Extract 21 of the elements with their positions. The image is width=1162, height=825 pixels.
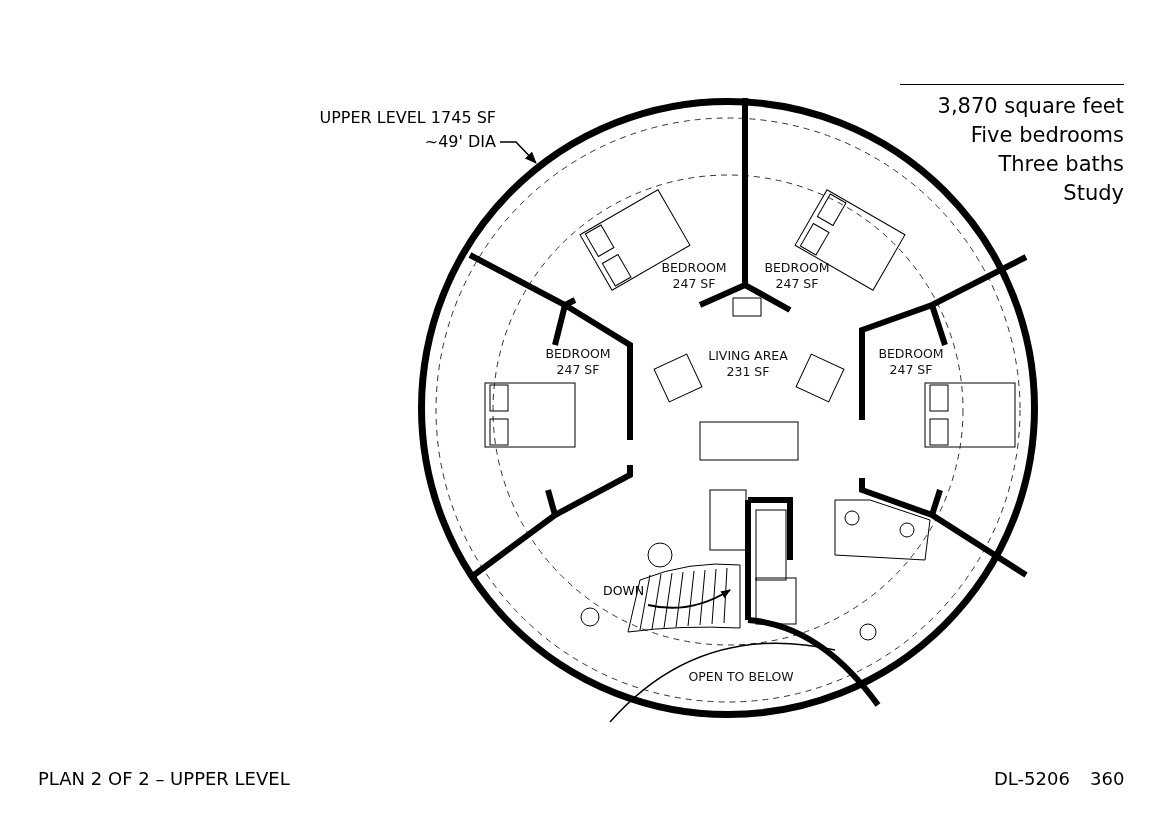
plan-title: PLAN 2 OF 2 – UPPER LEVEL: [38, 768, 290, 789]
area-label: 247 SF: [888, 362, 934, 378]
spec-text: Five bedrooms: [970, 122, 1124, 149]
room-name: OPEN TO BELOW: [688, 669, 794, 685]
area-label: 247 SF: [774, 276, 820, 292]
leader-line: [499, 141, 537, 164]
room-name: LIVING AREA: [708, 348, 788, 364]
area-label: 231 SF: [725, 364, 771, 380]
stair-label: DOWN: [603, 583, 645, 598]
room-name: BEDROOM: [878, 346, 944, 362]
room-name: BEDROOM: [661, 260, 727, 276]
spec-text: 3,870 square feet: [937, 93, 1124, 120]
spec-text: Study: [1063, 180, 1124, 207]
spec-text: Three baths: [998, 151, 1124, 178]
area-label: 247 SF: [671, 276, 717, 292]
room-name: BEDROOM: [545, 346, 611, 362]
room-name: BEDROOM: [764, 260, 830, 276]
area-label: 247 SF: [555, 362, 601, 378]
page-number: 360: [1090, 768, 1125, 789]
plan-number: DL-5206: [994, 768, 1070, 789]
level-note: UPPER LEVEL 1745 SF ~49' DIA: [319, 108, 496, 151]
